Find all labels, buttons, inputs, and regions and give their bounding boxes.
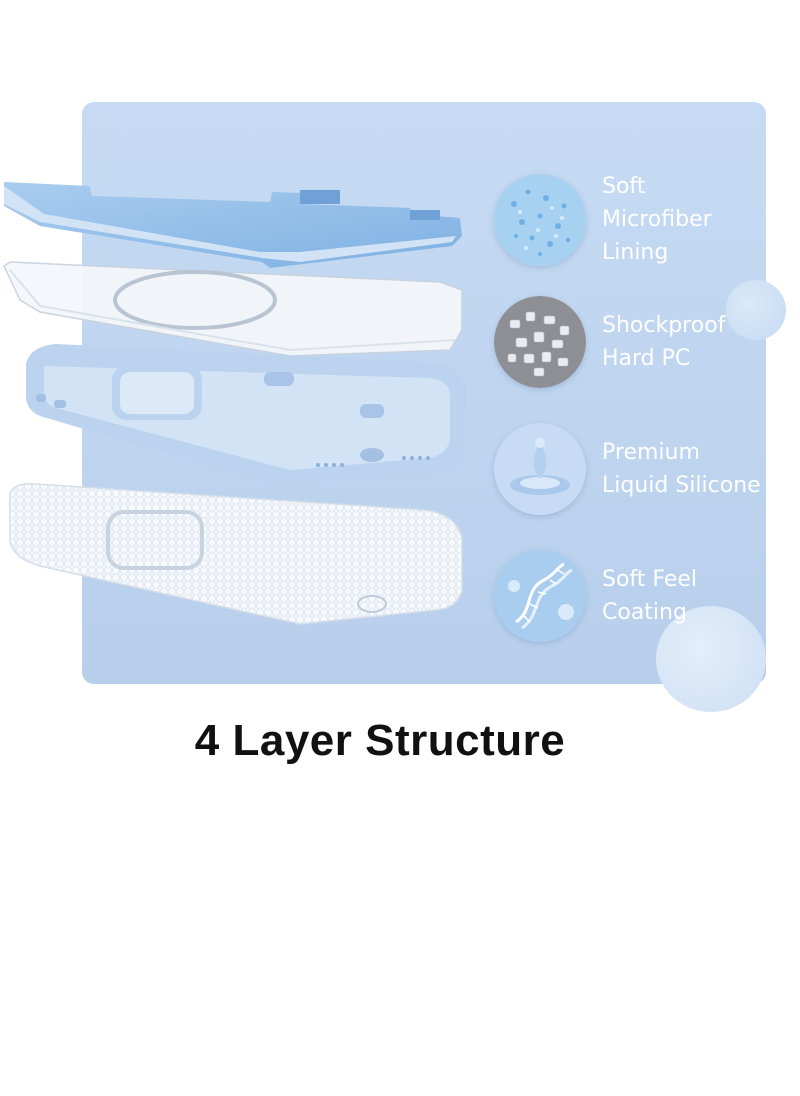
feature-label: Premium Liquid Silicone xyxy=(602,440,761,498)
feature-item-microfiber: Soft Microfiber Lining xyxy=(494,170,712,269)
decorative-bubble xyxy=(726,280,786,340)
silicone-drop-icon xyxy=(494,423,586,515)
microfiber-lining-layer xyxy=(4,182,462,268)
dna-coating-icon xyxy=(494,550,586,642)
feature-label: Soft Feel Coating xyxy=(602,567,698,625)
coating-layer xyxy=(9,482,463,625)
microfiber-texture-icon xyxy=(494,173,586,266)
page-title: 4 Layer Structure xyxy=(194,716,566,765)
case-layers-illustration xyxy=(3,182,466,625)
decorative-bubble xyxy=(656,606,766,712)
hard-pc-layer xyxy=(3,261,463,357)
feature-item-coating: Soft Feel Coating xyxy=(494,550,697,642)
pc-granules-icon xyxy=(494,296,586,388)
feature-item-silicone: Premium Liquid Silicone xyxy=(494,423,761,515)
feature-item-hard-pc: Shockproof Hard PC xyxy=(494,296,725,388)
feature-label: Shockproof Hard PC xyxy=(602,313,726,371)
feature-label: Soft Microfiber Lining xyxy=(602,174,712,265)
silicone-layer xyxy=(26,344,466,485)
